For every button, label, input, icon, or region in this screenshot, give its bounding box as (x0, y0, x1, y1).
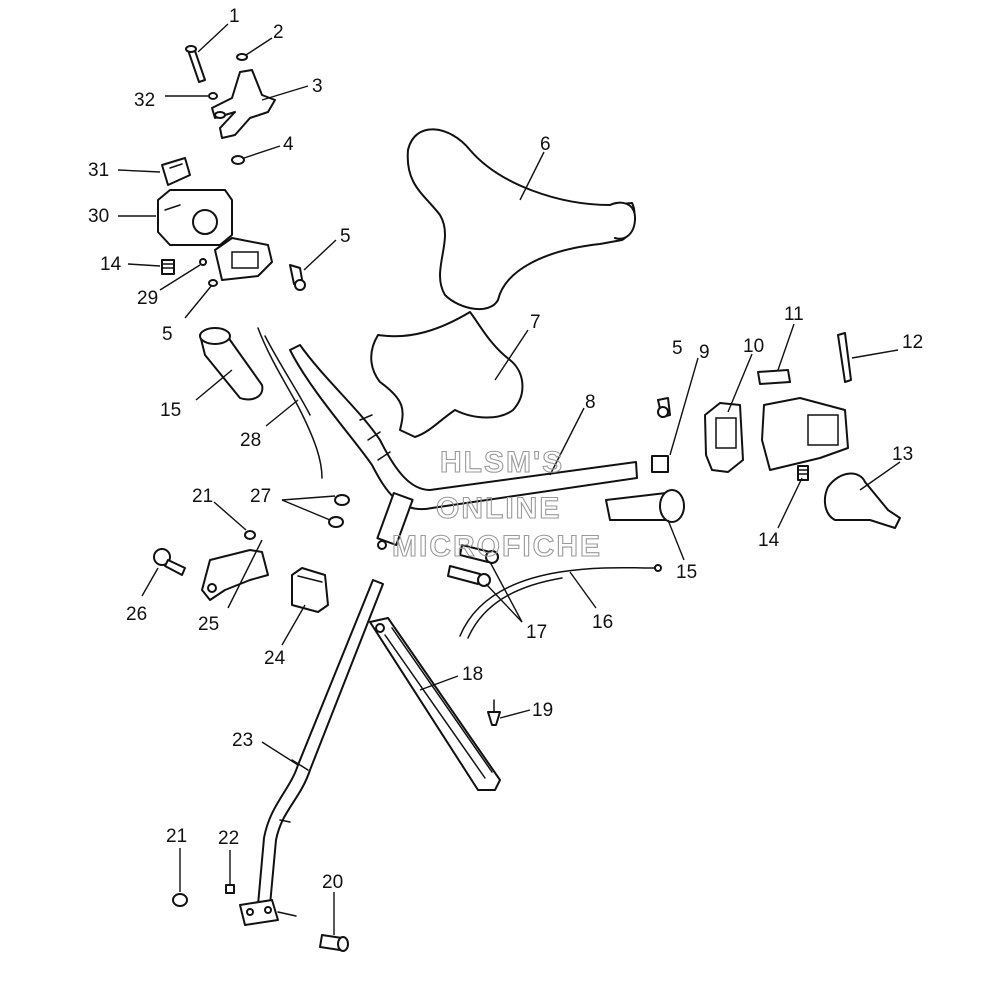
watermark-line-2: ONLINE (436, 492, 561, 525)
callout-2: 2 (273, 22, 284, 43)
watermark: HLSM'S ONLINE MICROFICHE (391, 445, 602, 563)
callout-30: 30 (88, 206, 109, 227)
part-screw-5c (208, 279, 218, 287)
part-bolt-1 (185, 45, 206, 83)
callout-29: 29 (137, 288, 158, 309)
callout-4: 4 (283, 134, 294, 155)
callout-6: 6 (540, 134, 551, 155)
part-clamp-26 (153, 548, 186, 576)
callout-20: 20 (322, 872, 343, 893)
callout-14a: 14 (100, 254, 122, 275)
callout-21b: 21 (166, 826, 187, 847)
part-grip-15b (605, 489, 685, 523)
part-nut-27a (334, 494, 350, 506)
part-throttle-housing-30 (157, 189, 233, 246)
part-switch-plate-10 (704, 402, 744, 473)
part-nut-27b (328, 516, 344, 528)
part-screw-19 (487, 699, 501, 726)
callout-23: 23 (232, 730, 253, 751)
leader-lines (117, 23, 901, 935)
part-spring-14b (797, 465, 809, 481)
callout-16: 16 (592, 612, 613, 633)
callout-15b: 15 (676, 562, 697, 583)
callout-12: 12 (902, 332, 923, 353)
part-pin-12 (837, 332, 852, 383)
callout-26: 26 (126, 604, 147, 625)
watermark-line-1: HLSM'S (440, 446, 564, 479)
part-cover-plate-5a (214, 237, 273, 281)
part-switch-housing (761, 397, 849, 471)
part-washer-32 (208, 92, 218, 100)
callout-9: 9 (699, 342, 710, 363)
part-nut-21b (172, 893, 188, 907)
callout-7: 7 (530, 312, 541, 333)
part-screw-22 (225, 884, 235, 894)
part-cap-31 (161, 157, 191, 186)
callout-labels: 1 2 32 3 4 31 30 14 29 5 5 6 7 8 5 9 10 … (88, 6, 923, 893)
callout-15a: 15 (160, 400, 181, 421)
part-spring-14a (161, 259, 175, 275)
callout-28: 28 (240, 430, 261, 451)
callout-27: 27 (250, 486, 271, 507)
callout-3: 3 (312, 76, 323, 97)
part-brake-cable-16 (459, 564, 662, 639)
part-block-11 (757, 369, 791, 385)
callout-21a: 21 (192, 486, 213, 507)
callout-32: 32 (134, 90, 155, 111)
callout-31: 31 (88, 160, 109, 181)
part-screw-5b (289, 264, 306, 291)
part-handlebar-8 (289, 344, 638, 550)
callout-22: 22 (218, 828, 239, 849)
callout-17: 17 (526, 622, 547, 643)
callout-18: 18 (462, 664, 483, 685)
part-shift-lever-23 (239, 579, 384, 926)
callout-19: 19 (532, 700, 553, 721)
callout-13: 13 (892, 444, 913, 465)
watermark-line-3: MICROFICHE (392, 530, 602, 563)
part-handlebar-pad-6 (406, 128, 637, 311)
callout-5c: 5 (672, 338, 683, 359)
part-decal-7 (370, 311, 524, 438)
callout-11: 11 (784, 304, 804, 325)
part-clamp-24 (291, 567, 329, 613)
callout-5b: 5 (340, 226, 351, 247)
part-bushing-9 (651, 455, 669, 473)
callout-1: 1 (229, 6, 240, 27)
part-screw-5d (657, 397, 671, 418)
callout-25: 25 (198, 614, 219, 635)
part-pin-20 (319, 934, 349, 952)
callout-14b: 14 (758, 530, 780, 551)
part-strap-18 (369, 617, 501, 791)
part-pins-17 (447, 544, 499, 587)
part-nut-4 (231, 155, 245, 165)
part-throttle-cable-28 (257, 327, 323, 479)
part-washer-29 (199, 258, 207, 266)
part-nut-2 (236, 53, 248, 61)
callout-5a: 5 (162, 324, 173, 345)
callout-24: 24 (264, 648, 286, 669)
part-nut-21a (244, 530, 256, 540)
callout-10: 10 (743, 336, 764, 357)
callout-8: 8 (585, 392, 596, 413)
part-grip-15a (199, 327, 264, 401)
part-lever-bracket-3 (211, 69, 276, 139)
part-thumb-lever-13 (823, 472, 901, 529)
